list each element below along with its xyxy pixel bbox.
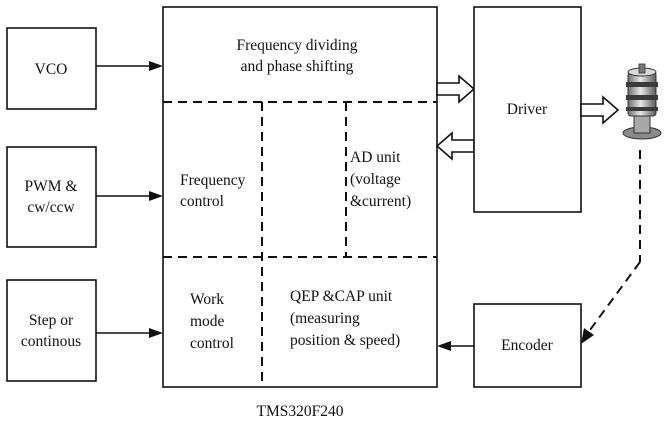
work-mode-line-2: mode: [190, 313, 225, 330]
pwm-label-line-1: PWM &: [25, 178, 78, 195]
qep-line-1: QEP &CAP unit: [290, 288, 393, 305]
step-box: [6, 279, 97, 382]
freq-control-line-1: Frequency: [180, 172, 246, 189]
output-arrow: [436, 74, 476, 104]
ultrasonic-motor-icon: [622, 63, 662, 140]
chip-label: TMS320F240: [257, 403, 344, 420]
driver-label: Driver: [507, 101, 548, 118]
vco-arrow: [96, 61, 163, 71]
pwm-label-line-2: cw/ccw: [27, 199, 75, 216]
step-label-line-2: continous: [21, 333, 81, 350]
pwm-arrow: [96, 191, 163, 201]
freq-control-line-2: control: [180, 193, 224, 210]
encoder-label: Encoder: [501, 337, 553, 354]
dsp-box: [162, 6, 438, 388]
work-mode-line-1: Work: [190, 291, 224, 308]
qep-line-2: (measuring: [290, 310, 360, 327]
feedback-arrow: [435, 131, 475, 161]
qep-line-3: position & speed): [290, 332, 400, 349]
vco-label: VCO: [35, 61, 68, 78]
work-mode-line-3: control: [190, 335, 234, 352]
step-label-line-1: Step or: [29, 312, 74, 329]
ad-unit-line-1: AD unit: [350, 149, 401, 166]
pwm-box: [6, 146, 97, 248]
encoder-arrow: [437, 341, 474, 351]
ad-unit-line-3: &current): [350, 193, 411, 210]
freq-div-line-2: and phase shifting: [241, 58, 354, 75]
ad-unit-line-2: (voltage: [350, 171, 401, 188]
motor-drive-arrow: [580, 95, 620, 125]
vco-box: [6, 27, 97, 110]
encoder-coupling-arrow: [581, 150, 641, 344]
freq-div-line-1: Frequency dividing: [237, 37, 358, 54]
step-arrow: [96, 328, 163, 338]
